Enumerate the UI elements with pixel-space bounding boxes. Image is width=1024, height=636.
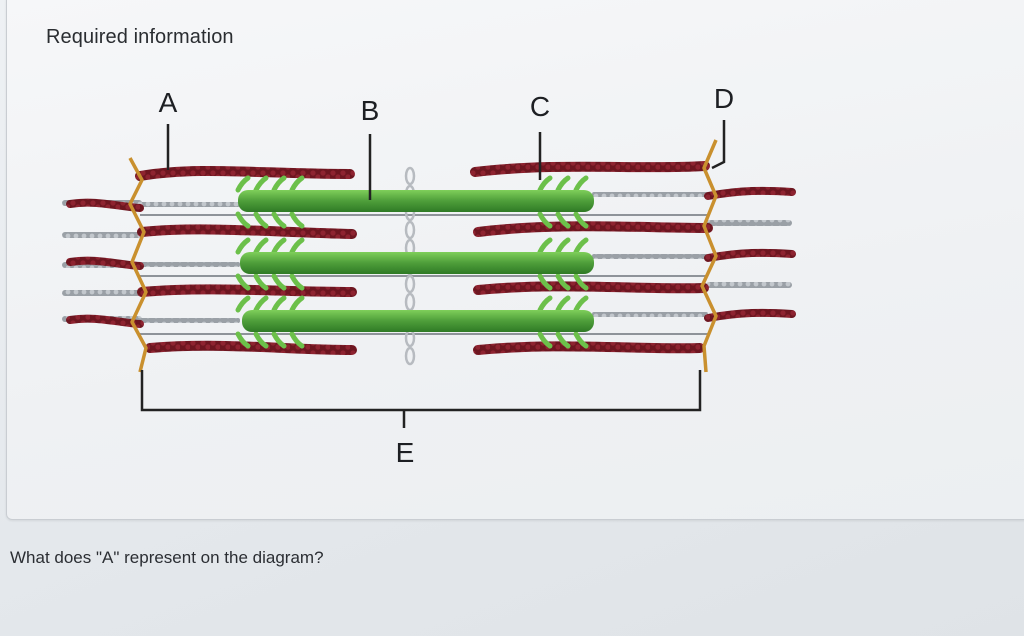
thick-filament: [240, 252, 594, 274]
titin-strand: [706, 282, 792, 288]
actin-strand: [708, 253, 792, 258]
actin-strand: [478, 346, 700, 350]
titin-strand: [140, 202, 240, 207]
label-c: C: [530, 91, 550, 122]
question-text: What does "A" represent on the diagram?: [10, 548, 324, 568]
titin-strand: [140, 262, 240, 267]
label-b: B: [361, 95, 380, 126]
titin-strand: [62, 290, 142, 296]
actin-strand: [150, 346, 352, 350]
label-d: D: [714, 83, 734, 114]
actin-strand: [708, 313, 792, 318]
actin-strand: [708, 191, 792, 196]
actin-strand: [142, 229, 352, 234]
titin-strand: [592, 312, 708, 317]
titin-strand: [140, 318, 240, 323]
sarcomere-bracket: [142, 370, 700, 410]
thick-filament: [238, 190, 594, 212]
actin-strand: [475, 166, 705, 172]
actin-strand: [478, 226, 708, 232]
thick-filament: [242, 310, 594, 332]
actin-strand: [70, 319, 140, 324]
sarcomere-diagram: A B C D E: [0, 0, 1024, 520]
thick-filaments: [238, 190, 594, 332]
titin-strand: [706, 220, 792, 226]
titin-strand: [62, 232, 142, 238]
actin-strand: [478, 286, 704, 290]
titin-strand: [592, 254, 708, 259]
label-pointers: [168, 120, 724, 200]
titin-strand: [592, 192, 708, 197]
label-a: A: [159, 87, 178, 118]
label-e: E: [396, 437, 415, 468]
actin-strand: [140, 171, 350, 176]
